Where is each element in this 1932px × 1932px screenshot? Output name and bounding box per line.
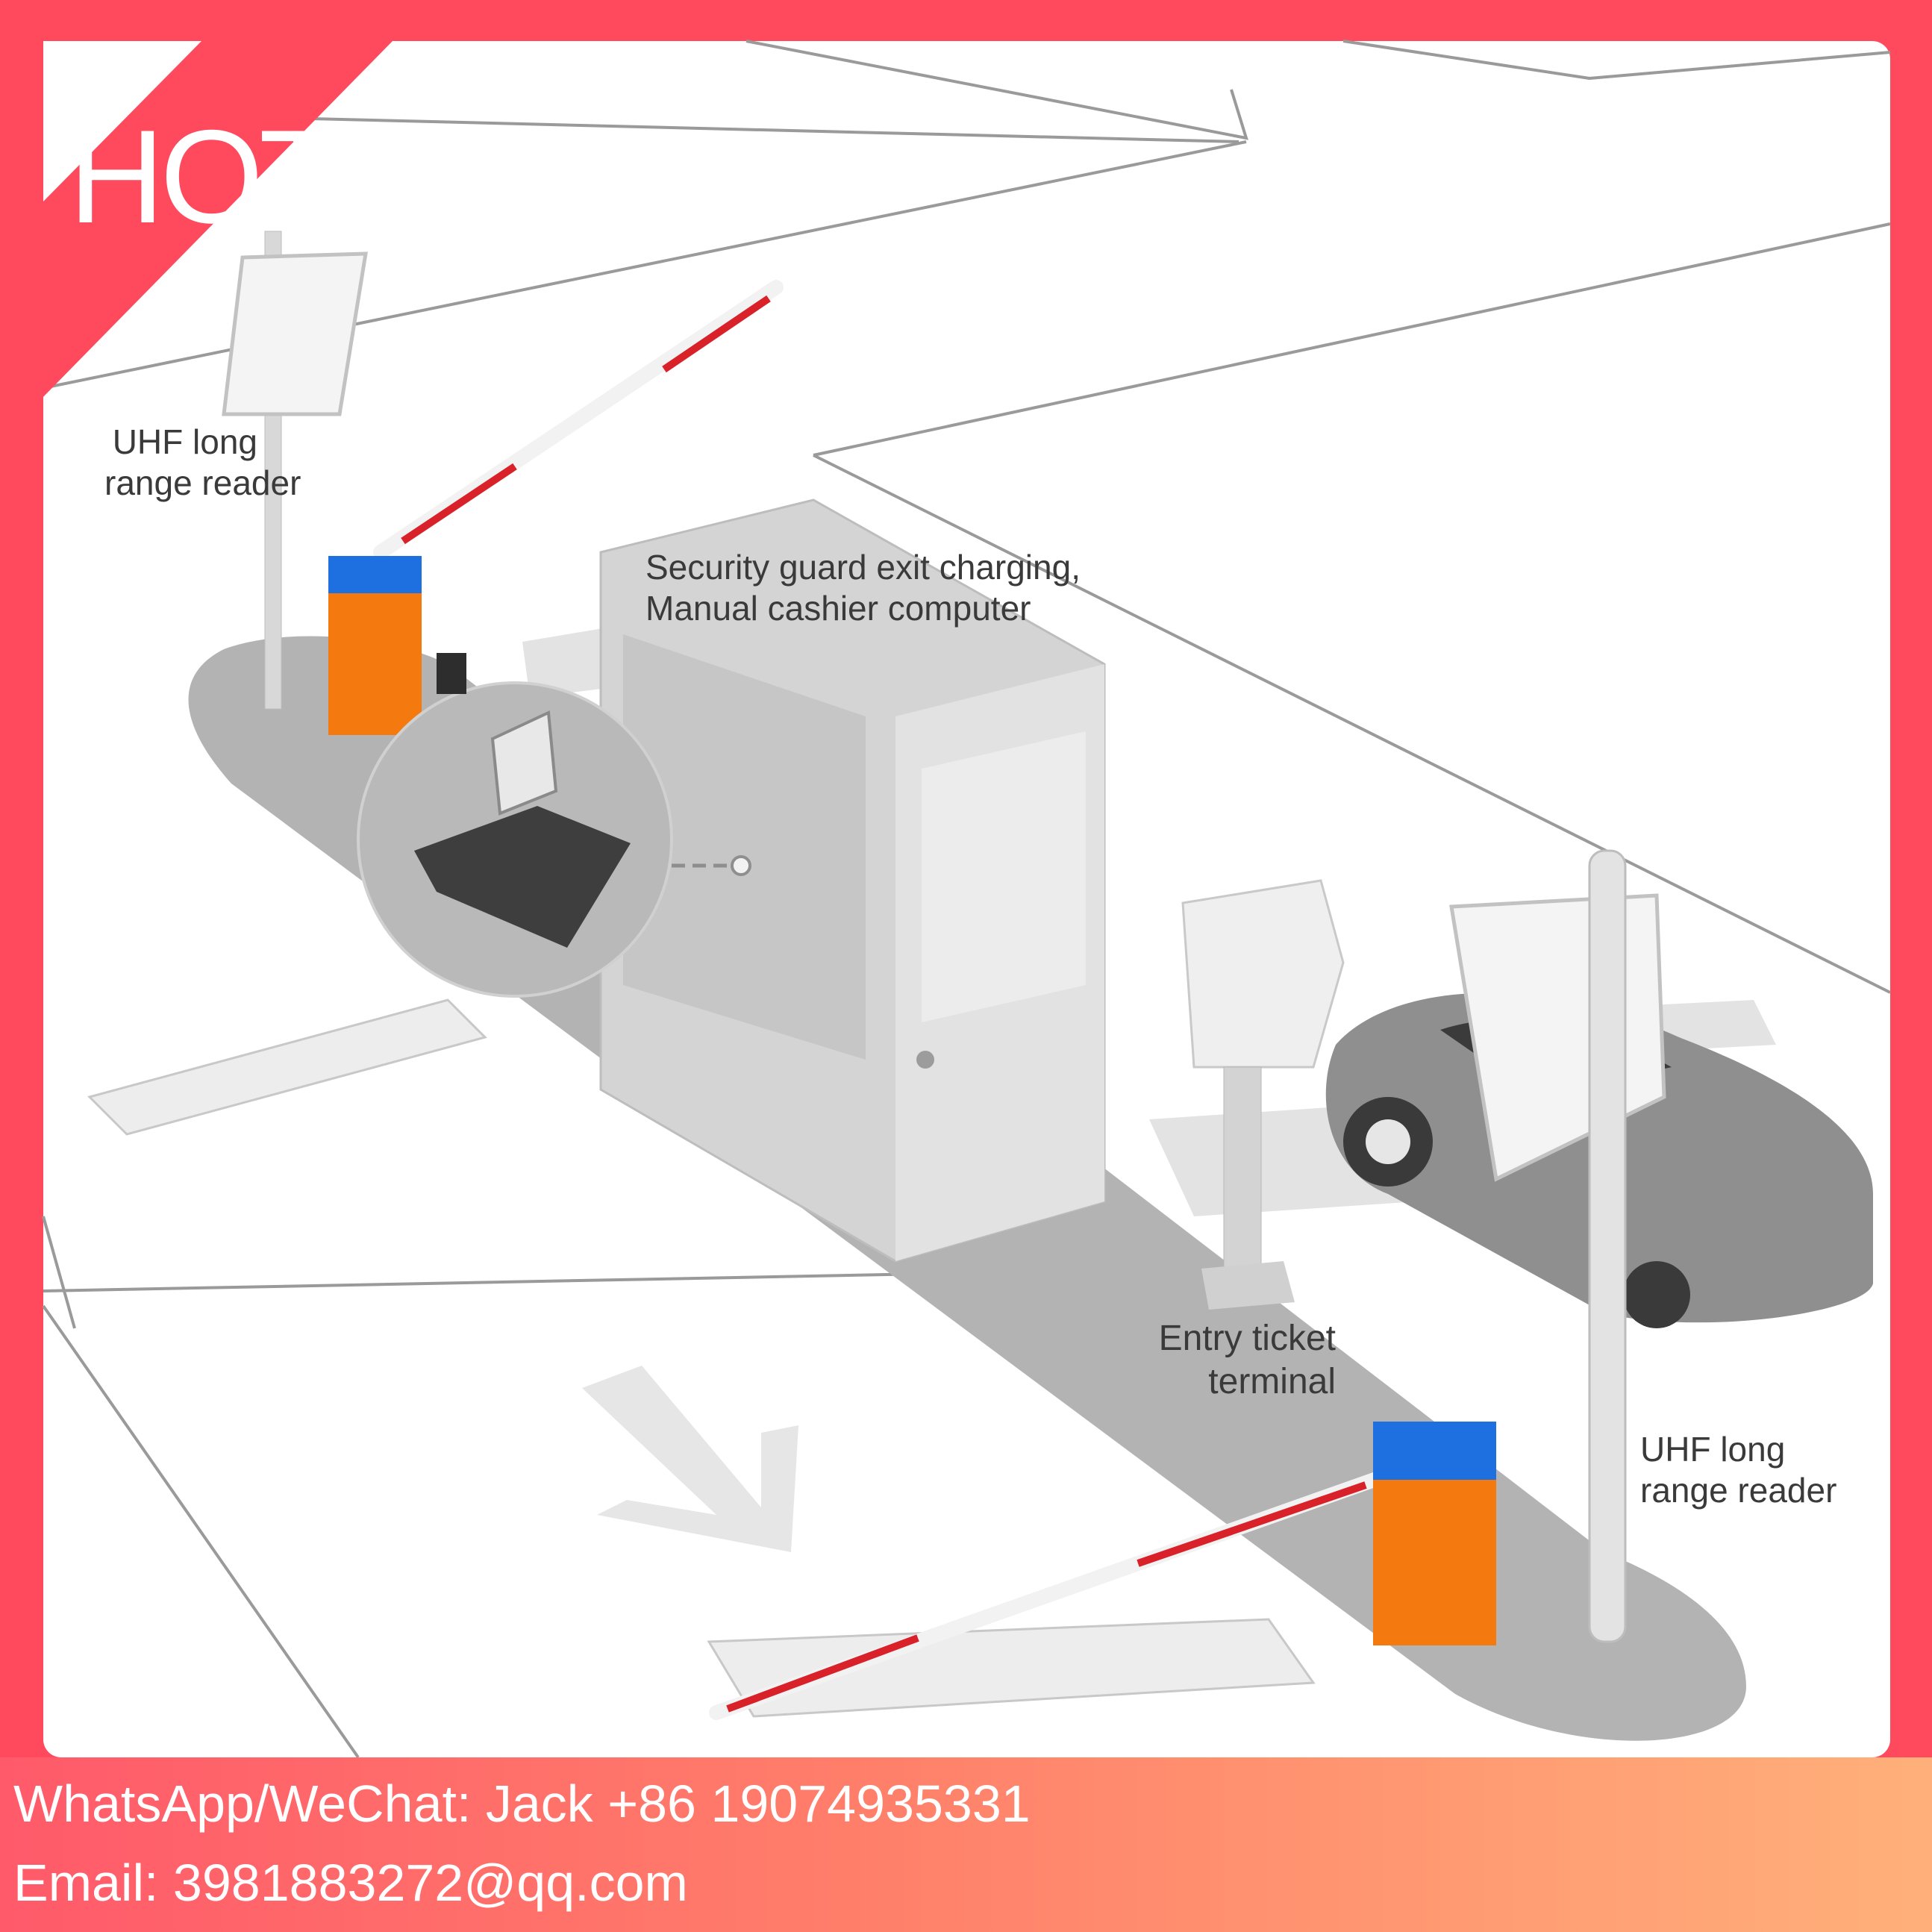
boom-stripe-4 (1137, 1481, 1367, 1567)
ground-loop-top (522, 627, 619, 698)
lane-lines (42, 40, 1891, 1759)
label-reader-bottom-line-1: UHF long (1640, 1430, 1786, 1469)
car-wheel-rear (1623, 1261, 1690, 1328)
booth-window (623, 634, 866, 1060)
label-booth: Security guard exit charging, Manual cas… (645, 547, 1081, 629)
hot-ribbon-notch (43, 41, 201, 201)
ground-loop-bottom (707, 1618, 1316, 1718)
label-ticket-terminal: Entry ticket terminal (1090, 1317, 1336, 1403)
booth-door-knob (916, 1051, 934, 1069)
boom-stripe-3 (726, 1634, 919, 1713)
ticket-terminal-base (1201, 1261, 1295, 1310)
label-reader-top-line-1: UHF long (112, 422, 257, 461)
antenna-pole-right (1588, 849, 1627, 1643)
boom-stripe-2 (662, 295, 771, 373)
label-reader-bottom: UHF long range reader (1640, 1429, 1836, 1511)
barrier-cap-bottom (1373, 1422, 1496, 1480)
booth-side-window (922, 731, 1086, 1022)
footer-email: Email: 3981883272@qq.com (13, 1854, 688, 1912)
direction-arrow (582, 1366, 798, 1552)
barrier-body-bottom (1373, 1478, 1496, 1645)
label-reader-top-line-2: range reader (104, 463, 301, 503)
contact-footer: WhatsApp/WeChat: Jack +86 19074935331 Em… (0, 1757, 1932, 1932)
label-ticket-terminal-line-1: Entry ticket (1158, 1319, 1336, 1358)
label-ticket-terminal-line-2: terminal (1208, 1361, 1336, 1401)
ticket-terminal-post (1223, 1066, 1262, 1277)
barrier-cap-top (328, 556, 422, 593)
label-reader-top: UHF long range reader (104, 422, 301, 504)
pos-screen (490, 710, 558, 816)
label-booth-line-2: Manual cashier computer (645, 589, 1031, 628)
car-hub-front (1366, 1119, 1410, 1164)
boom-stripe-1 (401, 463, 517, 545)
pos-terminal (414, 806, 631, 948)
ground-loop-left (87, 998, 487, 1136)
uhf-reader-panel-left (222, 251, 368, 416)
customer-display (437, 653, 466, 694)
label-booth-line-1: Security guard exit charging, (645, 548, 1081, 587)
hot-badge: HOT (69, 102, 340, 251)
barrier-body-top (328, 590, 422, 735)
ticket-terminal-head (1181, 879, 1345, 1069)
zoom-anchor (731, 855, 751, 876)
footer-contact: WhatsApp/WeChat: Jack +86 19074935331 (13, 1775, 1031, 1833)
label-reader-bottom-line-2: range reader (1640, 1471, 1837, 1510)
